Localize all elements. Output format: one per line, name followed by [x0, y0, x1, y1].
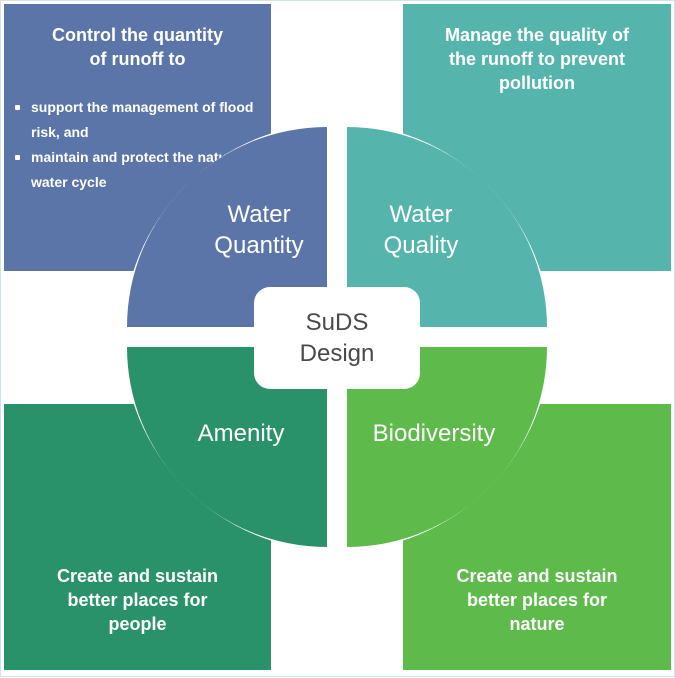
description-line: better places for	[466, 590, 608, 610]
center-line: Design	[299, 340, 375, 367]
water-quantity-label: Water Quantity	[189, 199, 329, 261]
water-quantity-bullets: support the management of flood risk, an…	[13, 95, 263, 195]
heading-line: of runoff to	[89, 49, 186, 69]
water-quantity-heading: Control the quantity of runoff to	[4, 23, 271, 71]
biodiversity-label: Biodiversity	[372, 420, 496, 447]
water-quality-quadrant	[347, 127, 547, 327]
description-line: Create and sustain	[456, 566, 618, 586]
description-line: nature	[509, 614, 565, 634]
amenity-description: Create and sustain better places for peo…	[4, 564, 271, 636]
bullet-item: support the management of flood risk, an…	[13, 95, 263, 145]
heading-line: the runoff to prevent	[449, 49, 625, 69]
water-quality-heading: Manage the quality of the runoff to prev…	[403, 23, 671, 95]
biodiversity-quadrant	[347, 347, 547, 547]
heading-line: Control the quantity	[52, 25, 223, 45]
description-line: better places for	[67, 590, 208, 610]
water-quantity-quadrant	[127, 127, 327, 327]
heading-line: Manage the quality of	[444, 25, 630, 45]
water-quality-label: Water Quality	[351, 199, 491, 261]
label-line: Water	[389, 201, 453, 228]
bullet-item: maintain and protect the natural water c…	[13, 145, 263, 195]
suds-design-label: SuDS Design	[254, 307, 420, 369]
amenity-quadrant	[127, 347, 327, 547]
amenity-label: Amenity	[197, 420, 285, 447]
label-line: Quality	[383, 232, 459, 259]
center-box	[254, 287, 420, 389]
description-line: Create and sustain	[56, 566, 219, 586]
label-line: Quantity	[214, 232, 304, 259]
heading-line: pollution	[499, 73, 575, 93]
description-line: people	[108, 614, 167, 634]
center-line: SuDS	[305, 309, 369, 336]
biodiversity-description: Create and sustain better places for nat…	[403, 564, 671, 636]
label-line: Water	[227, 201, 291, 228]
